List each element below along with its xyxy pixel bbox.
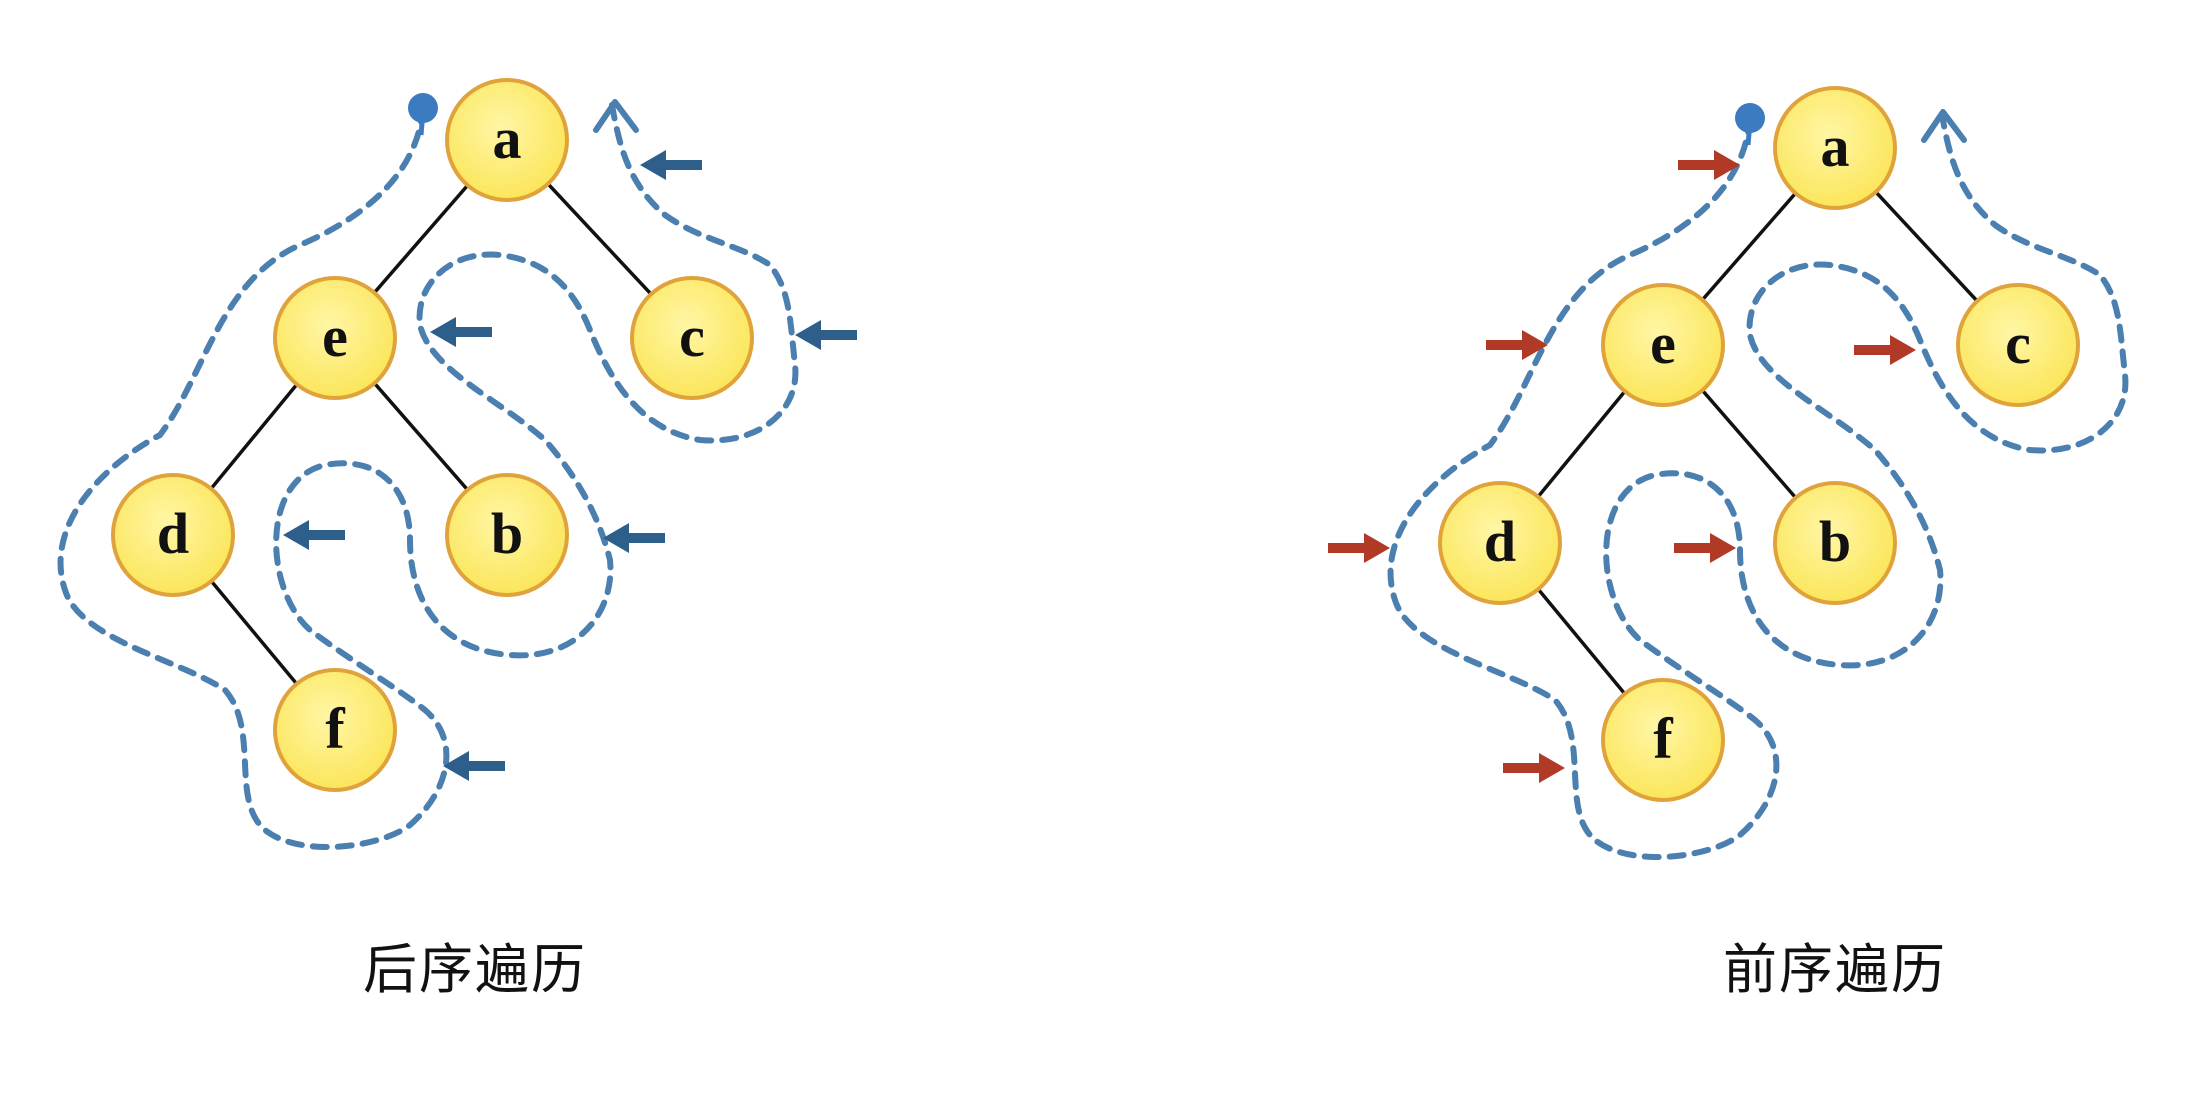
tree-edges (171, 138, 694, 732)
tree-node: e (1601, 283, 1725, 407)
node-label: b (1819, 509, 1851, 574)
visit-arrow-a (1678, 150, 1740, 180)
tree-nodes: a e c d b f (111, 78, 754, 792)
node-label: d (1484, 509, 1516, 574)
tree-node: c (630, 276, 754, 400)
visit-arrow-b (1674, 533, 1736, 563)
tree-edges (1498, 146, 2020, 742)
visit-arrow-d (1328, 533, 1390, 563)
node-label: f (1653, 706, 1673, 771)
visit-arrow-e (430, 317, 492, 347)
tree-node: a (445, 78, 569, 202)
traversal-path (1387, 112, 2129, 860)
visit-arrow-e (1486, 330, 1548, 360)
tree-node: d (111, 473, 235, 597)
tree-node: f (273, 668, 397, 792)
node-label: a (1821, 114, 1850, 179)
traversal-path (57, 102, 799, 850)
preorder-diagram: a e c d b f (1328, 86, 2129, 860)
postorder-diagram: a e c d b f (57, 78, 857, 850)
visit-arrow-f (1503, 753, 1565, 783)
tree-node: b (1773, 481, 1897, 605)
node-label: b (491, 501, 523, 566)
tree-node: a (1773, 86, 1897, 210)
tree-node: b (445, 473, 569, 597)
node-label: f (325, 696, 345, 761)
tree-node: e (273, 276, 397, 400)
tree-node: f (1601, 678, 1725, 802)
visit-arrows (283, 150, 857, 781)
node-label: c (2005, 311, 2031, 376)
end-arrowhead (1921, 109, 1967, 143)
node-label: e (322, 304, 348, 369)
tree-node: d (1438, 481, 1562, 605)
visit-arrow-b (603, 523, 665, 553)
preorder-caption: 前序遍历 (1723, 938, 1947, 1001)
tree-nodes: a e c d b f (1438, 86, 2080, 802)
node-label: e (1650, 311, 1676, 376)
visit-arrow-c (1854, 335, 1916, 365)
visit-arrow-d (283, 520, 345, 550)
visit-arrow-a (640, 150, 702, 180)
visit-arrow-c (795, 320, 857, 350)
node-label: a (493, 106, 522, 171)
start-dot (1735, 103, 1765, 133)
visit-arrows (1328, 150, 1916, 783)
visit-arrow-f (443, 751, 505, 781)
node-label: d (157, 501, 189, 566)
tree-node: c (1956, 283, 2080, 407)
node-label: c (679, 304, 705, 369)
end-arrowhead (593, 99, 639, 133)
postorder-caption: 后序遍历 (363, 938, 587, 1001)
start-dot (408, 93, 438, 123)
